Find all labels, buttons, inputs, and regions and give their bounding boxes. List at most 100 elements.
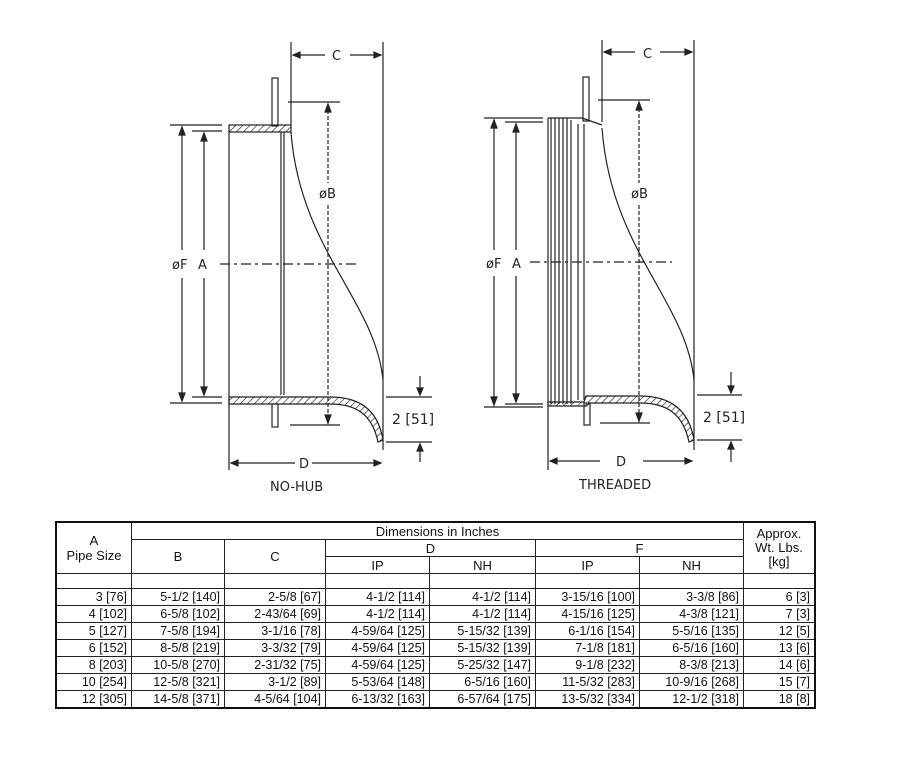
cell-f-nh: 4-3/8 [121] — [639, 605, 744, 623]
cell-c: 4-5/64 [104] — [224, 690, 326, 709]
cell-f-ip: 4-15/16 [125] — [535, 605, 640, 623]
header-pipe-size: A Pipe Size — [55, 521, 132, 574]
header-weight-line3: [kg] — [768, 554, 790, 569]
technical-drawings: C øB øF A 2 [51] D NO-HUB — [170, 40, 745, 495]
cell-b: 10-5/8 [270] — [131, 656, 225, 674]
cell-d-nh: 4-1/2 [114] — [429, 605, 536, 623]
cell-a: 10 [254] — [55, 673, 132, 691]
dimensions-table: A Pipe Size Dimensions in Inches Approx.… — [55, 521, 816, 709]
cell-d-ip: 4-1/2 [114] — [325, 605, 430, 623]
cell-b: 12-5/8 [321] — [131, 673, 225, 691]
cell-weight: 15 [7] — [743, 673, 816, 691]
cell-f-nh: 6-5/16 [160] — [639, 639, 744, 657]
cell-d-ip: 6-13/32 [163] — [325, 690, 430, 709]
cell-d-nh: 5-15/32 [139] — [429, 622, 536, 640]
header-dimensions-group: Dimensions in Inches — [131, 521, 744, 540]
cell-weight: 14 [6] — [743, 656, 816, 674]
cell-d-nh: 5-25/32 [147] — [429, 656, 536, 674]
header-b: B — [131, 539, 225, 574]
table-row: 10 [254] 12-5/8 [321] 3-1/2 [89] 5-53/64… — [55, 673, 816, 691]
cell-d-nh: 6-57/64 [175] — [429, 690, 536, 709]
cell-f-nh: 5-5/16 [135] — [639, 622, 744, 640]
header-f-ip: IP — [535, 556, 640, 574]
table-row: 6 [152] 8-5/8 [219] 3-3/32 [79] 4-59/64 … — [55, 639, 816, 657]
header-a-label: A — [89, 533, 99, 548]
dim-f-label: øF — [486, 257, 501, 272]
cell-weight: 13 [6] — [743, 639, 816, 657]
dim-c-label: C — [332, 49, 341, 64]
dim-c-label: C — [643, 47, 652, 62]
table-row: 3 [76] 5-1/2 [140] 2-5/8 [67] 4-1/2 [114… — [55, 588, 816, 606]
cell-f-nh: 3-3/8 [86] — [639, 588, 744, 606]
threaded-drawing — [484, 40, 742, 470]
dim-d-label: D — [299, 457, 309, 472]
dim-f-label: øF — [172, 258, 187, 273]
cell-d-ip: 4-59/64 [125] — [325, 622, 430, 640]
header-weight-line1: Approx. — [756, 526, 802, 541]
header-d: D — [325, 539, 536, 557]
cell-weight: 12 [5] — [743, 622, 816, 640]
cell-b: 14-5/8 [371] — [131, 690, 225, 709]
table-row: 4 [102] 6-5/8 [102] 2-43/64 [69] 4-1/2 [… — [55, 605, 816, 623]
cell-f-nh: 12-1/2 [318] — [639, 690, 744, 709]
cell-f-nh: 8-3/8 [213] — [639, 656, 744, 674]
no-hub-labels: C øB øF A 2 [51] D NO-HUB — [172, 49, 434, 495]
table-row: 5 [127] 7-5/8 [194] 3-1/16 [78] 4-59/64 … — [55, 622, 816, 640]
cell-f-nh: 10-9/16 [268] — [639, 673, 744, 691]
cell-a: 4 [102] — [55, 605, 132, 623]
header-d-ip: IP — [325, 556, 430, 574]
threaded-caption: THREADED — [578, 478, 651, 493]
cell-a: 6 [152] — [55, 639, 132, 657]
cell-c: 3-1/16 [78] — [224, 622, 326, 640]
table-row: 12 [305] 14-5/8 [371] 4-5/64 [104] 6-13/… — [55, 690, 816, 709]
cell-f-ip: 6-1/16 [154] — [535, 622, 640, 640]
dim-lip-label: 2 [51] — [703, 410, 745, 426]
cell-d-ip: 5-53/64 [148] — [325, 673, 430, 691]
dim-b-label: øB — [631, 187, 648, 202]
cell-a: 5 [127] — [55, 622, 132, 640]
dim-d-label: D — [616, 455, 626, 470]
cell-c: 3-1/2 [89] — [224, 673, 326, 691]
header-pipe-size-label: Pipe Size — [66, 548, 122, 563]
cell-c: 3-3/32 [79] — [224, 639, 326, 657]
spacer-row — [55, 573, 816, 589]
cell-a: 3 [76] — [55, 588, 132, 606]
cell-weight: 7 [3] — [743, 605, 816, 623]
header-f-nh: NH — [639, 556, 744, 574]
threaded-labels: C øB øF A 2 [51] D THREADED — [486, 47, 745, 493]
header-weight: Approx. Wt. Lbs. [kg] — [743, 521, 816, 574]
cell-b: 6-5/8 [102] — [131, 605, 225, 623]
cell-d-nh: 6-5/16 [160] — [429, 673, 536, 691]
no-hub-caption: NO-HUB — [270, 480, 323, 495]
header-weight-line2: Wt. Lbs. — [755, 540, 803, 555]
cell-weight: 18 [8] — [743, 690, 816, 709]
header-c: C — [224, 539, 326, 574]
cell-c: 2-31/32 [75] — [224, 656, 326, 674]
cell-a: 12 [305] — [55, 690, 132, 709]
cell-d-ip: 4-59/64 [125] — [325, 656, 430, 674]
cell-d-nh: 5-15/32 [139] — [429, 639, 536, 657]
cell-weight: 6 [3] — [743, 588, 816, 606]
dim-a-label: A — [198, 258, 207, 273]
cell-c: 2-5/8 [67] — [224, 588, 326, 606]
cell-d-nh: 4-1/2 [114] — [429, 588, 536, 606]
cell-f-ip: 11-5/32 [283] — [535, 673, 640, 691]
cell-d-ip: 4-59/64 [125] — [325, 639, 430, 657]
table-row: 8 [203] 10-5/8 [270] 2-31/32 [75] 4-59/6… — [55, 656, 816, 674]
cell-d-ip: 4-1/2 [114] — [325, 588, 430, 606]
cell-b: 5-1/2 [140] — [131, 588, 225, 606]
cell-a: 8 [203] — [55, 656, 132, 674]
header-d-nh: NH — [429, 556, 536, 574]
dim-lip-label: 2 [51] — [392, 412, 434, 428]
no-hub-drawing — [170, 42, 432, 470]
cell-c: 2-43/64 [69] — [224, 605, 326, 623]
cell-f-ip: 7-1/8 [181] — [535, 639, 640, 657]
cell-b: 7-5/8 [194] — [131, 622, 225, 640]
cell-b: 8-5/8 [219] — [131, 639, 225, 657]
cell-f-ip: 3-15/16 [100] — [535, 588, 640, 606]
cell-f-ip: 13-5/32 [334] — [535, 690, 640, 709]
header-f: F — [535, 539, 744, 557]
cell-f-ip: 9-1/8 [232] — [535, 656, 640, 674]
dim-a-label: A — [512, 257, 521, 272]
dim-b-label: øB — [319, 187, 336, 202]
